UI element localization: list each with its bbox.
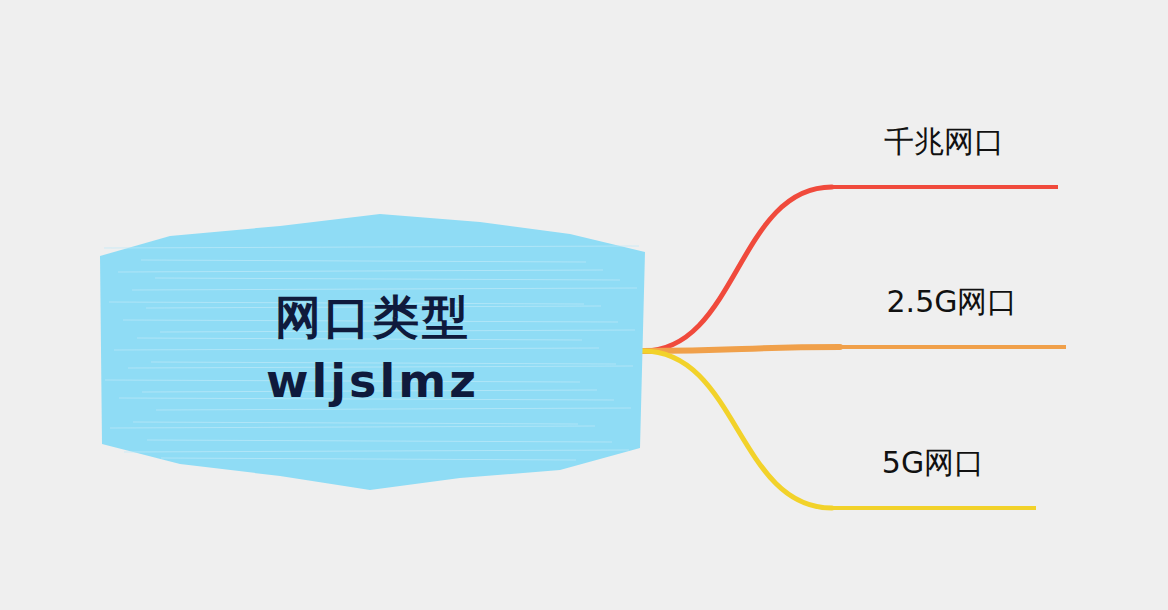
branch-text: 2.5G网口 — [887, 282, 1018, 323]
scribble-fill — [100, 208, 645, 490]
central-topic: 网口类型wljslmz — [100, 208, 645, 490]
branch-topic: 5G网口 — [830, 431, 1036, 510]
branch-connector — [643, 351, 832, 508]
branch-topic: 千兆网口 — [830, 110, 1058, 189]
topic-text: wljslmz — [266, 349, 479, 413]
branch-text: 5G网口 — [882, 443, 984, 484]
branch-connector — [643, 347, 840, 351]
topic-text: 网口类型 — [275, 285, 471, 349]
branch-connector — [643, 187, 832, 351]
branch-text: 千兆网口 — [884, 122, 1004, 163]
branch-topic: 2.5G网口 — [838, 270, 1066, 349]
